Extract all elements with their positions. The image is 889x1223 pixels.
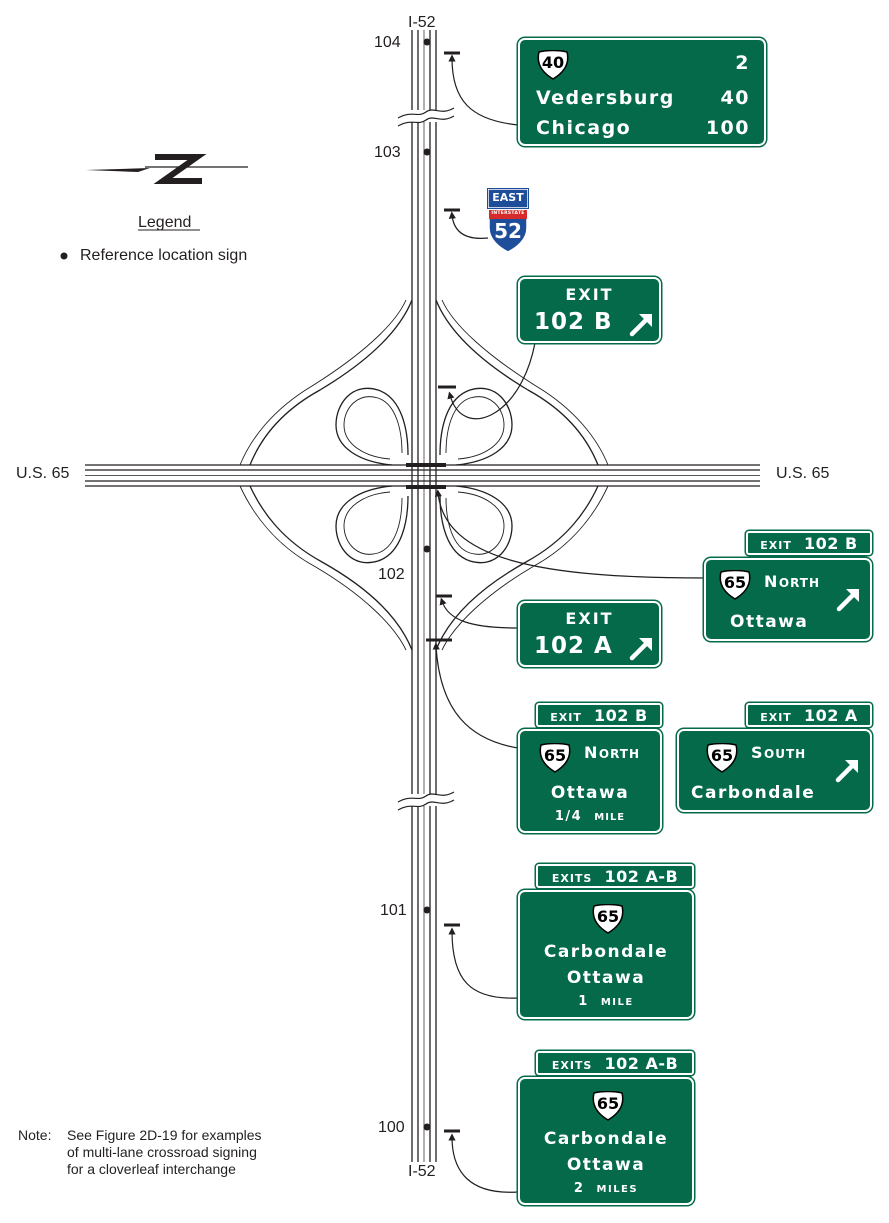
note-line-2: of multi-lane crossroad signing <box>67 1144 257 1160</box>
advance-102a-destination: Carbondale <box>691 783 816 803</box>
distance-shield-number: 40 <box>541 53 565 72</box>
note-line-1: See Figure 2D-19 for examples <box>67 1127 262 1143</box>
tab-exit-number: 102 A <box>803 706 858 725</box>
marker-interstate-banner: INTERSTATE <box>491 211 525 216</box>
overhead-102b-direction: NORTH <box>764 570 820 592</box>
direction-initial: N <box>584 743 599 762</box>
us-route-shield-icon <box>539 743 571 773</box>
distance-unit: MILES <box>596 1184 639 1195</box>
gore-102a-exit-label: EXIT <box>565 609 614 628</box>
advance-102a-shield-number: 65 <box>710 746 734 765</box>
i52-label-top: I-52 <box>408 14 436 31</box>
exits-2miles-sign: 65 Carbondale Ottawa 2 MILES <box>518 1077 694 1205</box>
distance-value: 1/4 <box>554 809 583 824</box>
note: Note: See Figure 2D-19 for examples of m… <box>18 1127 262 1178</box>
tab-exit-number: 102 B <box>804 534 858 553</box>
advance-102a-exit-tab: EXIT 102 A <box>746 703 872 727</box>
exits-2miles-tab: EXITS 102 A-B <box>536 1051 694 1075</box>
exit-102a-gore-sign: EXIT 102 A <box>518 601 661 667</box>
tab-exit-number: 102 A-B <box>604 867 679 886</box>
overhead-102b-destination: Ottawa <box>730 612 809 632</box>
exits-1mile-destination-2: Ottawa <box>566 968 646 988</box>
us-route-shield-icon <box>719 570 751 600</box>
us-route-shield-icon <box>592 1091 624 1121</box>
us-route-shield-icon <box>706 743 738 773</box>
direction-rest: ORTH <box>778 576 821 590</box>
gore-102b-exit-label: EXIT <box>565 285 614 304</box>
milepoint-100: 100 <box>378 1119 405 1136</box>
distance-row2-destination: Vedersburg <box>536 87 675 109</box>
gore-102b-number: 102 B <box>534 309 613 335</box>
legend-title: Legend <box>138 214 192 231</box>
direction-initial: N <box>764 572 779 591</box>
tab-exit-number: 102 B <box>594 706 648 725</box>
tab-exit-word: EXIT <box>550 711 582 724</box>
exits-2miles-distance: 2 MILES <box>520 1181 692 1196</box>
direction-initial: S <box>751 743 765 762</box>
advance-102a-sign: 65 SOUTH Carbondale <box>677 729 872 812</box>
exits-2miles-destination-1: Carbondale <box>543 1129 669 1149</box>
distance-unit: MILE <box>594 812 626 823</box>
distance-row3-value: 100 <box>705 117 750 139</box>
reference-location-signs <box>60 38 431 1131</box>
exits-1mile-shield-number: 65 <box>596 907 620 926</box>
milepoint-104: 104 <box>374 34 401 51</box>
arrow-up-right-icon <box>629 314 652 337</box>
exits-2miles-destination-2: Ottawa <box>566 1155 646 1175</box>
us65-label-left: U.S. 65 <box>16 465 70 482</box>
exits-1mile-distance: 1 MILE <box>520 994 692 1009</box>
sign-posts <box>406 51 460 1133</box>
overhead-102b-sign: 65 NORTH Ottawa <box>704 558 872 641</box>
direction-rest: ORTH <box>598 747 641 761</box>
north-arrow <box>86 154 248 231</box>
advance-102b-direction: NORTH <box>584 741 640 763</box>
marker-route-number: 52 <box>494 219 522 243</box>
arrow-up-right-icon <box>629 638 652 661</box>
distance-row2-value: 40 <box>720 87 750 109</box>
tab-exit-word: EXIT <box>760 539 792 552</box>
exits-1mile-destination-1: Carbondale <box>543 942 669 962</box>
gore-102a-number: 102 A <box>534 633 613 659</box>
us-route-shield-icon <box>537 50 569 80</box>
exits-1mile-sign: 65 Carbondale Ottawa 1 MILE <box>518 890 694 1019</box>
distance-row1-value: 2 <box>735 52 750 74</box>
break-mark-bottom <box>397 791 455 811</box>
distance-row3-destination: Chicago <box>536 117 632 139</box>
i52-label-bottom: I-52 <box>408 1163 436 1180</box>
advance-102b-sign: 65 NORTH Ottawa 1/4 MILE <box>518 729 662 833</box>
distance-value: 2 <box>573 1181 585 1196</box>
exits-1mile-tab: EXITS 102 A-B <box>536 864 694 888</box>
arrow-up-right-icon <box>835 760 858 783</box>
direction-rest: OUTH <box>764 747 807 761</box>
us65-label-right: U.S. 65 <box>776 465 830 482</box>
advance-102b-destination: Ottawa <box>550 783 630 803</box>
marker-direction: EAST <box>492 191 524 204</box>
milepoint-102: 102 <box>378 566 405 583</box>
tab-exit-number: 102 A-B <box>604 1054 679 1073</box>
distance-sign: 40 2 Vedersburg 40 Chicago 100 <box>518 38 766 146</box>
tab-exit-word: EXIT <box>760 711 792 724</box>
tab-exit-word: EXITS <box>551 1059 593 1072</box>
us-route-shield-icon <box>592 904 624 934</box>
note-label: Note: <box>18 1127 52 1143</box>
advance-102b-shield-number: 65 <box>543 746 567 765</box>
legend-item: Reference location sign <box>80 247 248 264</box>
exit-102b-gore-sign: EXIT 102 B <box>518 277 661 343</box>
overhead-102b-exit-tab: EXIT 102 B <box>746 531 872 555</box>
distance-value: 1 <box>578 994 589 1009</box>
distance-unit: MILE <box>600 997 634 1008</box>
milepoint-103: 103 <box>374 144 401 161</box>
tab-exit-word: EXITS <box>551 872 593 885</box>
interstate-52-marker <box>487 188 529 253</box>
leader-lines <box>432 54 706 1193</box>
advance-102b-distance: 1/4 MILE <box>520 809 660 824</box>
arrow-up-right-icon <box>836 589 859 612</box>
overhead-102b-shield-number: 65 <box>723 573 747 592</box>
exits-2miles-shield-number: 65 <box>596 1094 620 1113</box>
note-line-3: for a cloverleaf interchange <box>67 1161 236 1177</box>
advance-102b-exit-tab: EXIT 102 B <box>536 703 662 727</box>
milepoint-101: 101 <box>380 902 407 919</box>
advance-102a-direction: SOUTH <box>751 741 806 763</box>
break-mark-top <box>397 107 455 127</box>
